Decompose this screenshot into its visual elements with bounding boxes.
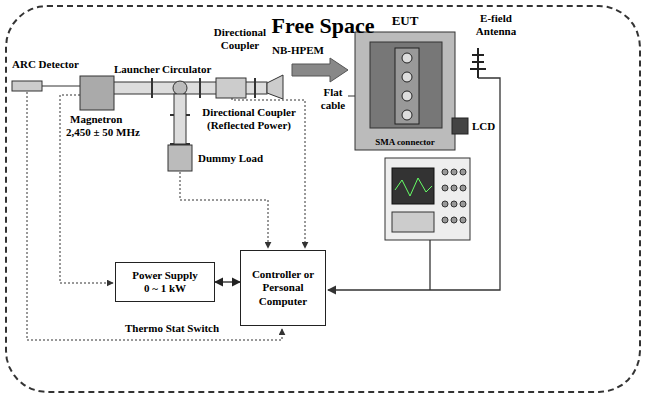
part-label: LCD <box>472 120 495 133</box>
circulator-branch <box>174 94 186 144</box>
eut-board <box>370 42 442 128</box>
oscilloscope <box>385 158 470 240</box>
process-box: Controller or Personal Computer <box>240 250 326 326</box>
flat-cable <box>348 96 355 97</box>
reflected-power-wire <box>180 172 268 248</box>
sma-panel <box>395 48 419 124</box>
part-label: Directional Coupler (Reflected Power) <box>194 106 304 131</box>
box-text: Controller or Personal Computer <box>245 268 321 308</box>
region-title: Free Space <box>272 13 375 39</box>
eut-housing <box>355 32 455 150</box>
part-label: Circulator <box>162 63 211 76</box>
beam-arrow <box>292 58 348 82</box>
part-label: 2,450 ± 50 MHz <box>66 126 140 139</box>
magnetron <box>80 76 114 110</box>
part-label: SMA connector <box>355 137 455 147</box>
oscilloscope-wire <box>429 240 430 290</box>
part-label: E-field Antenna <box>466 12 526 37</box>
part-label: Directional Coupler <box>208 26 272 51</box>
box-text: Power Supply <box>120 269 210 282</box>
part-label: ARC Detector <box>12 58 79 71</box>
eut-heading: EUT <box>355 13 455 29</box>
arc-detector-lead <box>42 86 80 87</box>
dummy-load <box>168 145 192 171</box>
part-label: NB-HPEM <box>272 44 324 57</box>
connector <box>215 281 240 282</box>
directional-coupler <box>216 78 246 98</box>
box-text: 0 ~ 1 kW <box>120 282 210 295</box>
part-label: Thermo Stat Switch <box>125 322 219 335</box>
arc-detector <box>12 81 42 91</box>
part-label: Flat cable <box>316 86 350 111</box>
process-box: Power Supply0 ~ 1 kW <box>115 262 215 302</box>
circulator <box>173 81 187 95</box>
eut-box: EUTSMA connector <box>355 32 455 150</box>
horn-antenna <box>267 75 283 99</box>
part-label: Launcher <box>114 63 160 76</box>
part-label: Dummy Load <box>198 152 263 165</box>
free-space-region: Free SpacePower Supply0 ~ 1 kW Controller… <box>5 5 641 393</box>
lcd <box>452 118 468 134</box>
part-label: Magnetron <box>70 113 122 126</box>
e-field-antenna <box>470 48 486 78</box>
